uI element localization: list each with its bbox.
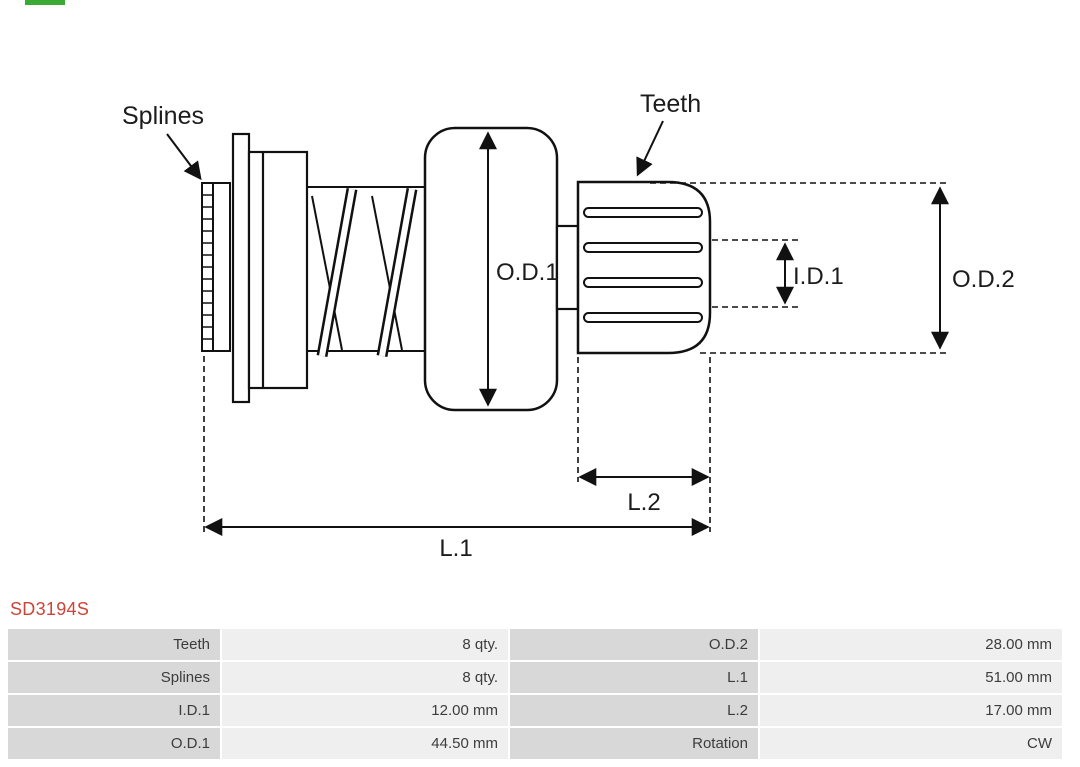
extension-lines — [203, 182, 948, 532]
flange-discs — [231, 132, 309, 404]
spec-value: CW — [760, 728, 1062, 759]
spec-value: 12.00 mm — [222, 695, 508, 726]
l2-label: L.2 — [627, 489, 660, 516]
callout-teeth: Teeth — [636, 90, 701, 177]
part-number: SD3194S — [10, 599, 90, 619]
spec-label: L.2 — [510, 695, 758, 726]
spec-label: O.D.1 — [8, 728, 220, 759]
spec-label: Splines — [8, 662, 220, 693]
spec-value: 8 qty. — [222, 662, 508, 693]
spec-value: 44.50 mm — [222, 728, 508, 759]
splines-label: Splines — [122, 102, 204, 130]
spec-value: 28.00 mm — [760, 629, 1062, 660]
id1-label: I.D.1 — [793, 263, 844, 290]
shaft-step — [555, 224, 580, 311]
brand-logo-icon — [25, 0, 65, 5]
dim-id1: I.D.1 — [776, 242, 844, 305]
splined-shaft — [201, 182, 231, 352]
pinion-gear — [576, 180, 712, 355]
dim-l2: L.2 — [578, 468, 710, 516]
spec-value: 8 qty. — [222, 629, 508, 660]
dim-od1: O.D.1 — [479, 131, 559, 407]
technical-drawing: O.D.1 I.D.1 O.D.2 L.2 L.1 Splines — [122, 90, 1015, 562]
l1-label: L.1 — [439, 535, 472, 562]
spec-label: O.D.2 — [510, 629, 758, 660]
spec-label: Teeth — [8, 629, 220, 660]
od1-label: O.D.1 — [496, 259, 559, 286]
spec-label: I.D.1 — [8, 695, 220, 726]
spring — [311, 188, 418, 357]
spec-label: L.1 — [510, 662, 758, 693]
spec-value: 51.00 mm — [760, 662, 1062, 693]
callout-splines: Splines — [122, 102, 204, 181]
teeth-label: Teeth — [640, 90, 701, 118]
spec-value: 17.00 mm — [760, 695, 1062, 726]
dim-od2: O.D.2 — [931, 186, 1015, 350]
spec-table: Teeth 8 qty. O.D.2 28.00 mm Splines 8 qt… — [8, 629, 1062, 759]
dim-l1: L.1 — [204, 518, 710, 562]
od2-label: O.D.2 — [952, 266, 1015, 293]
spec-label: Rotation — [510, 728, 758, 759]
